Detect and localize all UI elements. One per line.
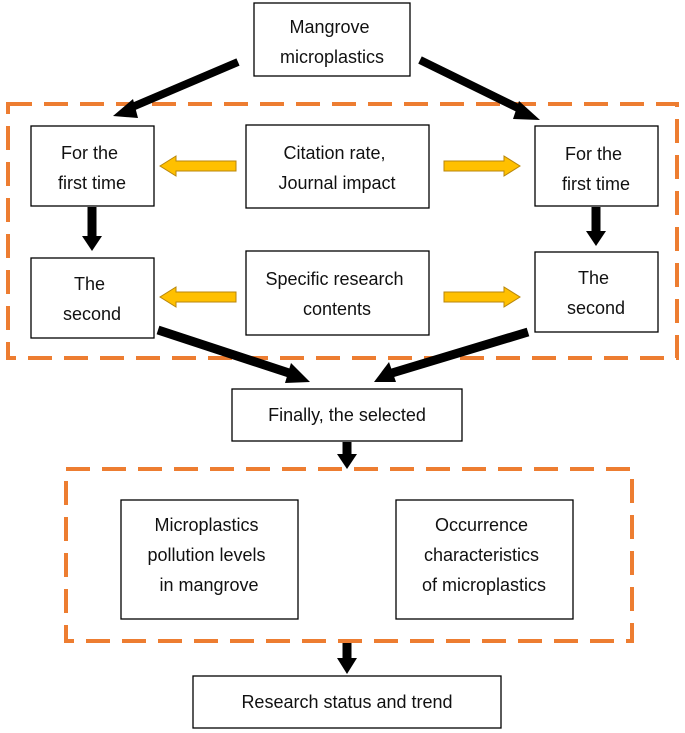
- node-line: of microplastics: [422, 575, 546, 595]
- yellow-arrow-research-left: [159, 286, 237, 308]
- node-occurrence: Occurrence characteristics of microplast…: [395, 499, 574, 620]
- node-line: second: [63, 304, 121, 324]
- arrow-left-first-to-second: [82, 207, 102, 251]
- yellow-arrow-citation-right: [443, 155, 521, 177]
- node-line: For the: [61, 143, 118, 163]
- node-line: second: [567, 298, 625, 318]
- node-line: in mangrove: [159, 575, 258, 595]
- node-research-status: Research status and trend: [192, 675, 502, 729]
- yellow-arrow-citation-left: [159, 155, 237, 177]
- node-line: Mangrove: [289, 17, 369, 37]
- node-line: Journal impact: [278, 173, 395, 193]
- node-line: contents: [303, 299, 371, 319]
- node-line: The: [578, 268, 609, 288]
- arrow-right-first-to-second: [586, 207, 606, 246]
- node-pollution-levels: Microplastics pollution levels in mangro…: [120, 499, 299, 620]
- svg-text:Citation rate, Journal i: Citation rate, Journal impact: [278, 143, 395, 193]
- node-specific-research: Specific research contents: [245, 250, 430, 336]
- svg-text:The second: The second: [63, 274, 121, 324]
- screening-frame: [6, 102, 679, 360]
- node-line: Occurrence: [435, 515, 528, 535]
- node-line: pollution levels: [147, 545, 265, 565]
- svg-text:Research status and trend: Research status and trend: [241, 692, 452, 712]
- node-line: The: [74, 274, 105, 294]
- svg-text:Occurrence characteristi: Occurrence characteristics of microplast…: [422, 515, 546, 595]
- node-citation-rate: Citation rate, Journal impact: [245, 124, 430, 209]
- svg-text:Finally, the selected: Finally, the selected: [268, 405, 426, 425]
- node-line: Citation rate,: [283, 143, 385, 163]
- node-second-right: The second: [534, 251, 659, 333]
- node-line: Finally, the selected: [268, 405, 426, 425]
- topics-frame: [64, 467, 634, 643]
- node-line: microplastics: [280, 47, 384, 67]
- arrow-to-first-right: [418, 56, 540, 120]
- node-line: Research status and trend: [241, 692, 452, 712]
- node-line: For the: [565, 144, 622, 164]
- arrow-left-second-to-final: [156, 325, 310, 383]
- flow-arrows: [82, 56, 606, 674]
- svg-text:For the first time: For the first time: [562, 144, 630, 194]
- node-line: Microplastics: [154, 515, 258, 535]
- node-line: Specific research: [265, 269, 403, 289]
- node-mangrove-microplastics: Mangrove microplastics: [253, 2, 411, 77]
- arrow-right-second-to-final: [374, 327, 530, 382]
- node-first-time-right: For the first time: [534, 125, 659, 207]
- yellow-arrow-research-right: [443, 286, 521, 308]
- svg-text:Microplastics pollution: Microplastics pollution levels in mangro…: [147, 515, 270, 595]
- arrow-final-to-topics: [337, 442, 357, 469]
- node-finally-selected: Finally, the selected: [231, 388, 463, 442]
- svg-text:For the first time: For the first time: [58, 143, 126, 193]
- arrow-to-first-left: [113, 58, 240, 118]
- arrow-topics-to-status: [337, 643, 357, 674]
- svg-text:Mangrove microplastics: Mangrove microplastics: [280, 17, 384, 67]
- svg-text:The second: The second: [567, 268, 625, 318]
- side-arrows: [159, 155, 521, 308]
- svg-text:Specific research conten: Specific research contents: [265, 269, 408, 319]
- node-second-left: The second: [30, 257, 155, 339]
- node-line: first time: [58, 173, 126, 193]
- node-line: characteristics: [424, 545, 539, 565]
- node-line: first time: [562, 174, 630, 194]
- node-first-time-left: For the first time: [30, 125, 155, 207]
